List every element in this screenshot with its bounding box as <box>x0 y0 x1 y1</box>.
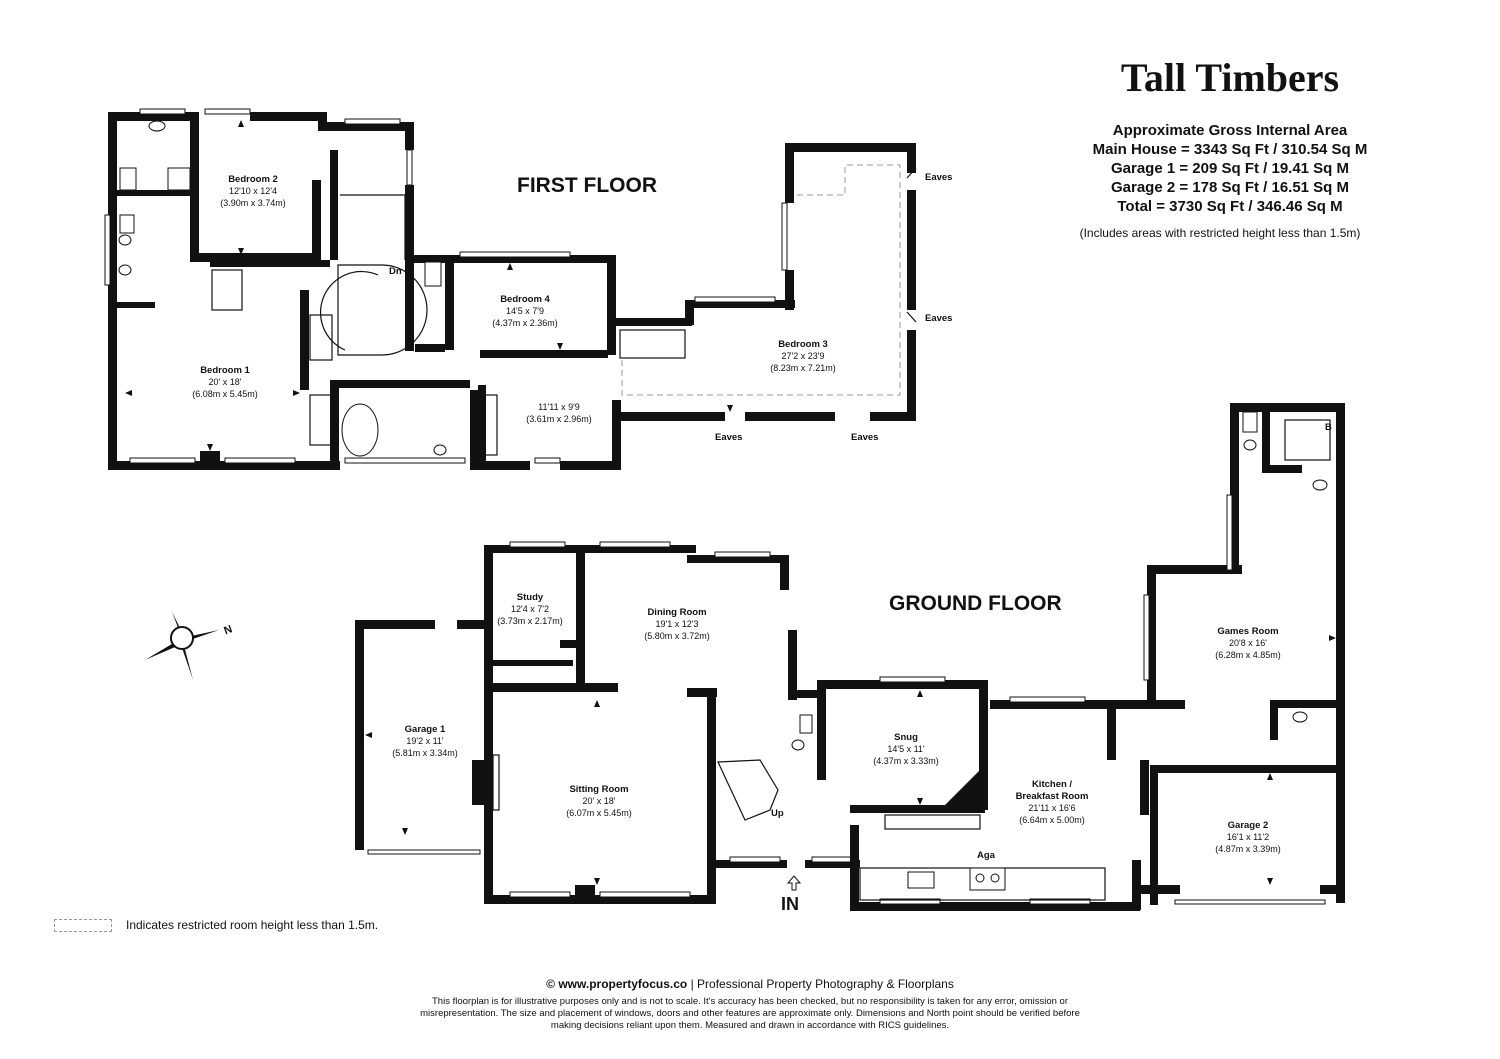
area-line-garage-2: Garage 2 = 178 Sq Ft / 16.51 Sq M <box>1110 179 1350 196</box>
room-name-kitchen: Kitchen / <box>1032 779 1072 790</box>
room-imperial-study: 12'4 x 7'2 <box>511 604 549 614</box>
room-metric-sitting-room: (6.07m x 5.45m) <box>566 808 632 818</box>
area-line-garage-1: Garage 1 = 209 Sq Ft / 19.41 Sq M <box>1110 160 1350 177</box>
footer-credit: © www.propertyfocus.co | Professional Pr… <box>400 977 1100 991</box>
room-metric-games-room: (6.28m x 4.85m) <box>1215 650 1281 660</box>
compass-north-label: N <box>222 623 234 637</box>
property-title: Tall Timbers <box>1120 55 1340 100</box>
room-name-bedroom-4: Bedroom 4 <box>500 294 550 305</box>
room-imperial-garage-1: 19'2 x 11' <box>406 736 444 746</box>
area-line-total: Total = 3730 Sq Ft / 346.46 Sq M <box>1117 198 1343 215</box>
room-imperial-sitting-room: 20' x 18' <box>583 796 616 806</box>
restricted-height-swatch <box>54 918 112 932</box>
eaves-label: Eaves <box>851 432 878 443</box>
footer-disclaimer: This floorplan is for illustrative purpo… <box>420 996 1080 1031</box>
area-summary: Approximate Gross Internal Area Main Hou… <box>1045 121 1415 216</box>
room-metric-kitchen: (6.64m x 5.00m) <box>1019 815 1085 825</box>
room-metric-bedroom-1: (6.08m x 5.45m) <box>192 389 258 399</box>
eaves-label: Eaves <box>925 172 952 183</box>
area-note: (Includes areas with restricted height l… <box>1079 226 1361 240</box>
entrance-arrow-icon <box>786 875 802 891</box>
room-imperial-garage-2: 16'1 x 11'2 <box>1227 832 1269 842</box>
eaves-label: Eaves <box>715 432 742 443</box>
room-name-snug: Snug <box>894 732 918 743</box>
room-metric-dining-room: (5.80m x 3.72m) <box>644 631 710 641</box>
entrance-label: IN <box>781 894 799 914</box>
room-name-garage-1: Garage 1 <box>405 724 446 735</box>
room-metric-garage-2: (4.87m x 3.39m) <box>1215 844 1281 854</box>
stairs-up-label: Up <box>771 808 784 819</box>
ground-floor-title: GROUND FLOOR <box>889 592 1062 615</box>
room-name-study: Study <box>517 592 544 603</box>
area-line-main-house: Main House = 3343 Sq Ft / 310.54 Sq M <box>1092 141 1368 158</box>
room-metric-unnamed: (3.61m x 2.96m) <box>526 414 592 424</box>
room-imperial-bedroom-2: 12'10 x 12'4 <box>229 186 277 196</box>
footer-tagline: | Professional Property Photography & Fl… <box>687 977 954 991</box>
eaves-label: Eaves <box>925 313 952 324</box>
footer: © www.propertyfocus.co | Professional Pr… <box>400 977 1100 1032</box>
area-heading: Approximate Gross Internal Area <box>1112 122 1348 139</box>
room-name-bedroom-2: Bedroom 2 <box>228 174 278 185</box>
room-metric-snug: (4.37m x 3.33m) <box>873 756 939 766</box>
room-metric-garage-1: (5.81m x 3.34m) <box>392 748 458 758</box>
dimension-markers <box>125 120 1336 885</box>
room-name-garage-2: Garage 2 <box>1228 820 1269 831</box>
room-imperial-unnamed: 11'11 x 9'9 <box>538 402 580 412</box>
first-floor-plan <box>104 108 917 470</box>
room-name-games-room: Games Room <box>1217 626 1278 637</box>
room-imperial-kitchen: 21'11 x 16'6 <box>1028 803 1075 813</box>
room-metric-bedroom-2: (3.90m x 3.74m) <box>220 198 286 208</box>
room-metric-bedroom-3: (8.23m x 7.21m) <box>770 363 836 373</box>
room-name-bedroom-1: Bedroom 1 <box>200 365 250 376</box>
room-metric-bedroom-4: (4.37m x 2.36m) <box>492 318 558 328</box>
aga-label: Aga <box>977 850 996 861</box>
room-name-sitting-room: Sitting Room <box>569 784 628 795</box>
stairs-down-label: Dn <box>389 266 402 277</box>
room-name-bedroom-3: Bedroom 3 <box>778 339 828 350</box>
footer-site-link[interactable]: © www.propertyfocus.co <box>546 977 688 991</box>
room-metric-study: (3.73m x 2.17m) <box>497 616 563 626</box>
room-imperial-bedroom-3: 27'2 x 23'9 <box>782 351 825 361</box>
legend: Indicates restricted room height less th… <box>54 918 378 932</box>
boiler-label: B <box>1325 422 1332 433</box>
ground-floor-plan <box>355 403 1345 911</box>
room-imperial-bedroom-1: 20' x 18' <box>209 377 242 387</box>
compass-rose-icon <box>145 612 219 680</box>
room-imperial-bedroom-4: 14'5 x 7'9 <box>506 306 544 316</box>
room-imperial-dining-room: 19'1 x 12'3 <box>656 619 699 629</box>
legend-text: Indicates restricted room height less th… <box>126 918 379 932</box>
first-floor-title: FIRST FLOOR <box>517 174 657 197</box>
room-imperial-games-room: 20'8 x 16' <box>1229 638 1267 648</box>
room-name-breakfast-room: Breakfast Room <box>1016 791 1089 802</box>
room-name-dining-room: Dining Room <box>647 607 706 618</box>
room-imperial-snug: 14'5 x 11' <box>887 744 925 754</box>
